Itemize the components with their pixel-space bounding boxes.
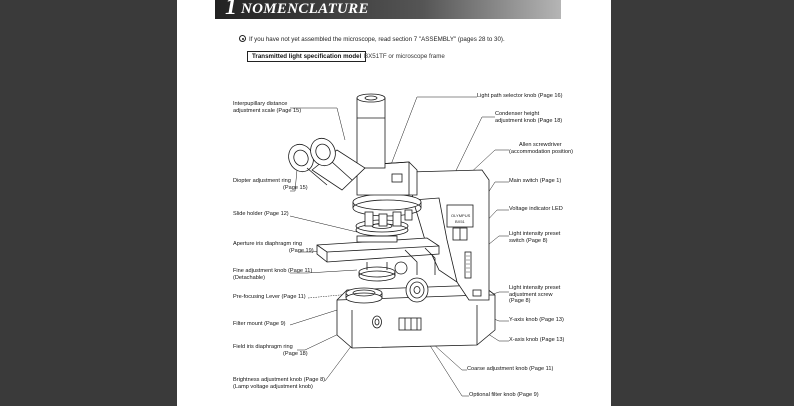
label-line: Y-axis knob (Page 13) [509, 317, 564, 323]
label-line: Optional filter knob (Page 9) [469, 392, 539, 398]
label-line: Main switch (Page 1) [509, 178, 562, 184]
nosepiece [352, 193, 422, 227]
chapter-number: 1 [225, 0, 237, 20]
label-line: Light intensity preset [509, 285, 561, 291]
model-label: Transmitted light specification model [247, 51, 367, 62]
label-line: (Lamp voltage adjustment knob) [233, 383, 313, 390]
label-brightness-knob: Brightness adjustment knob (Page 8) (Lam… [233, 377, 325, 390]
label-optional-filter: Optional filter knob (Page 9) [469, 392, 539, 399]
label-fine-adjustment: Fine adjustment knob (Page 11) (Detachab… [233, 268, 312, 281]
label-line: Allen screwdriver [519, 142, 562, 148]
label-condenser-height: Condenser height adjustment knob (Page 1… [495, 111, 562, 124]
eyepieces [288, 137, 366, 191]
label-filter-mount: Filter mount (Page 9) [233, 321, 286, 328]
microscope-drawing: OLYMPUS BX51 [288, 93, 509, 397]
label-line: Light intensity preset [509, 231, 561, 237]
label-line: Interpupillary distance [233, 101, 288, 107]
field-lens [345, 287, 383, 304]
label-line: X-axis knob (Page 13) [509, 337, 565, 343]
label-pre-focusing-lever: Pre-focusing Lever (Page 11) [233, 294, 306, 301]
label-line: (Page 8) [509, 298, 531, 305]
label-preset-screw: Light intensity preset adjustment screw … [509, 285, 560, 305]
label-line: Aperture iris diaphragm ring [233, 241, 303, 247]
label-coarse-adjustment: Coarse adjustment knob (Page 11) [467, 366, 553, 373]
label-line: Light path selector knob (Page 16) [477, 93, 563, 99]
label-line: adjustment screw [509, 291, 553, 298]
microscope-arm [408, 169, 490, 301]
assembly-note: If you have not yet assembled the micros… [239, 35, 505, 43]
label-line: (accommodation position) [509, 148, 574, 155]
label-line: Field iris diaphragm ring [233, 344, 293, 350]
chapter-banner: 1 NOMENCLATURE [215, 0, 561, 20]
label-interpupillary-distance: Interpupillary distance adjustment scale… [233, 101, 301, 114]
model-text: BX51 [455, 219, 466, 224]
camera-tube [356, 93, 386, 169]
label-preset-switch: Light intensity preset switch (Page 8) [509, 231, 560, 244]
label-voltage-led: Voltage indicator LED [509, 206, 563, 213]
label-line: Condenser height [495, 111, 540, 117]
label-line: (Page 18) [283, 350, 308, 357]
label-line: adjustment scale (Page 15) [233, 107, 302, 114]
label-line: Voltage indicator LED [509, 206, 563, 212]
chapter-title: NOMENCLATURE [241, 1, 369, 17]
label-line: Slide holder (Page 12) [233, 211, 289, 217]
label-x-axis-knob: X-axis knob (Page 13) [509, 337, 564, 344]
focus-knobs [394, 261, 429, 303]
label-y-axis-knob: Y-axis knob (Page 13) [509, 317, 564, 324]
model-frame-text: BX51TF or microscope frame [364, 53, 445, 60]
label-slide-holder: Slide holder (Page 12) [233, 211, 289, 218]
brand-text: OLYMPUS [451, 213, 471, 218]
label-aperture-iris: Aperture iris diaphragm ring (Page 19) [233, 241, 314, 254]
label-main-switch: Main switch (Page 1) [509, 178, 561, 185]
label-line: adjustment knob (Page 18) [495, 117, 563, 124]
label-line: Pre-focusing Lever (Page 11) [233, 294, 306, 300]
label-field-iris: Field iris diaphragm ring (Page 18) [233, 344, 308, 357]
label-line: Coarse adjustment knob (Page 11) [467, 366, 554, 372]
manual-page: 1 NOMENCLATURE If you have not yet assem… [177, 0, 611, 406]
assembly-note-text: If you have not yet assembled the micros… [249, 36, 505, 43]
label-line: Diopter adjustment ring [233, 178, 291, 184]
label-line: switch (Page 8) [509, 237, 548, 244]
label-line: Filter mount (Page 9) [233, 321, 286, 327]
label-light-path-selector: Light path selector knob (Page 16) [477, 93, 563, 100]
bullet-icon [239, 35, 246, 42]
label-line: Fine adjustment knob (Page 11) [233, 268, 313, 274]
condenser [358, 262, 396, 282]
label-line: (Detachable) [233, 274, 266, 281]
label-line: (Page 19) [289, 247, 314, 254]
label-allen-screwdriver: Allen screwdriver (accommodation positio… [509, 142, 573, 155]
label-line: Brightness adjustment knob (Page 8) [233, 377, 326, 383]
